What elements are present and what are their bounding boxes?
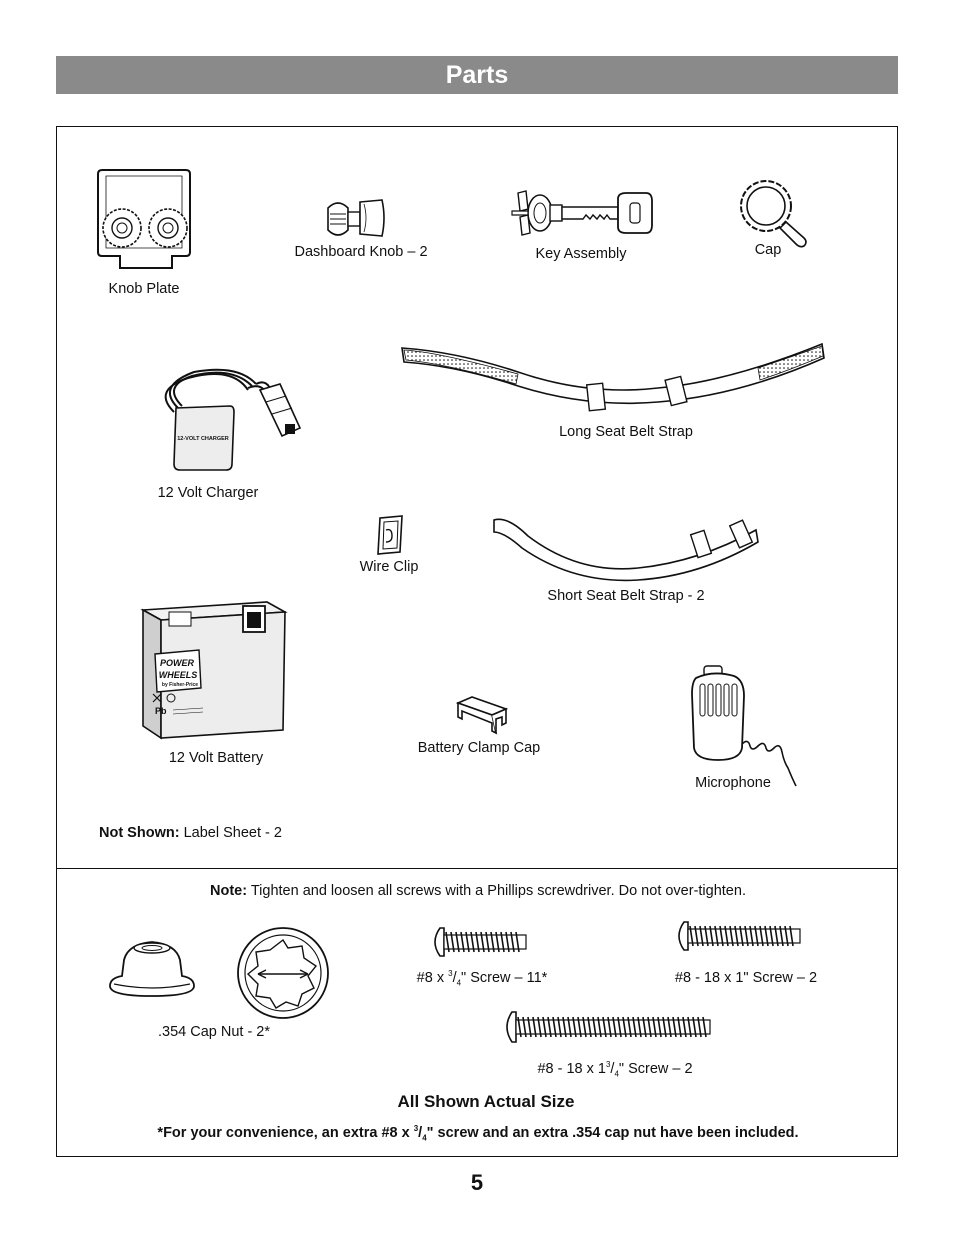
short-seat-belt-strap-illustration	[488, 514, 762, 582]
screw-one-three-quarter-prefix: #8 - 18 x 1	[537, 1060, 606, 1077]
cap-nut-side-illustration	[106, 938, 198, 1000]
key-assembly-label: Key Assembly	[535, 246, 627, 262]
wire-clip-label: Wire Clip	[359, 559, 419, 575]
screw-one-inch-label: #8 - 18 x 1" Screw – 2	[674, 970, 818, 986]
screw-one-three-quarter-num: 3	[605, 1060, 611, 1069]
footnote-suffix: " screw and an extra .354 cap nut have b…	[426, 1124, 799, 1141]
screw-three-quarter-illustration	[428, 926, 532, 958]
screw-one-three-quarter-label: #8 - 18 x 13/4" Screw – 2	[537, 1060, 693, 1079]
screwdriver-note: Note: Tighten and loosen all screws with…	[210, 883, 746, 899]
page-number: 5	[470, 1170, 484, 1195]
short-seat-belt-strap-label: Short Seat Belt Strap - 2	[547, 588, 705, 604]
screw-one-three-quarter-den: 4	[614, 1069, 619, 1079]
section-divider	[56, 868, 898, 869]
battery-illustration: POWER WHEELS by Fisher-Price Pb	[139, 598, 289, 744]
footnote-num: 3	[413, 1124, 419, 1133]
screw-three-quarter-den: 4	[456, 978, 462, 988]
cap-illustration	[738, 178, 810, 250]
note-text: Tighten and loosen all screws with a Phi…	[250, 883, 746, 899]
footnote-den: 4	[422, 1133, 427, 1143]
footnote-prefix: *For your convenience, an extra #8 x	[157, 1124, 414, 1141]
screw-three-quarter-label: #8 x 3/4" Screw – 11*	[416, 969, 548, 988]
charger-label-text: 12-VOLT CHARGER	[177, 436, 229, 442]
charger-illustration: 12-VOLT CHARGER	[152, 366, 308, 476]
cap-label: Cap	[754, 242, 782, 258]
actual-size-heading: All Shown Actual Size	[397, 1092, 575, 1111]
key-assembly-illustration	[510, 185, 655, 241]
dashboard-knob-label: Dashboard Knob – 2	[294, 244, 428, 260]
long-seat-belt-strap-illustration	[398, 338, 828, 414]
parts-box	[56, 126, 898, 1157]
page-title-bar: Parts	[56, 56, 898, 94]
page-title: Parts	[445, 60, 509, 89]
charger-label: 12 Volt Charger	[157, 485, 259, 501]
screw-one-three-quarter-illustration	[500, 1010, 716, 1044]
screw-one-inch-illustration	[672, 920, 806, 952]
convenience-footnote: *For your convenience, an extra #8 x 3/4…	[157, 1124, 799, 1143]
battery-label: 12 Volt Battery	[168, 750, 264, 766]
not-shown-value: Label Sheet - 2	[183, 825, 282, 841]
cap-nut-top-illustration	[236, 926, 330, 1020]
screw-three-quarter-num: 3	[448, 969, 453, 978]
not-shown-label: Not Shown:	[99, 825, 180, 841]
battery-brand-line3: by Fisher-Price	[162, 682, 198, 688]
screw-three-quarter-suffix: " Screw – 11*	[461, 969, 548, 986]
svg-text:Pb: Pb	[155, 706, 167, 716]
microphone-label: Microphone	[695, 775, 771, 791]
battery-clamp-cap-illustration	[452, 695, 510, 735]
battery-brand-line1: POWER	[160, 658, 195, 668]
screw-three-quarter-prefix: #8 x	[416, 969, 449, 986]
not-shown-line: Not Shown: Label Sheet - 2	[99, 825, 282, 841]
dashboard-knob-illustration	[324, 196, 390, 242]
knob-plate-illustration	[94, 168, 194, 273]
note-label: Note:	[210, 883, 248, 899]
battery-clamp-cap-label: Battery Clamp Cap	[417, 740, 541, 756]
long-seat-belt-strap-label: Long Seat Belt Strap	[559, 424, 693, 440]
knob-plate-label: Knob Plate	[108, 281, 180, 297]
screw-one-three-quarter-suffix: " Screw – 2	[618, 1060, 693, 1077]
battery-brand-line2: WHEELS	[159, 670, 198, 680]
microphone-illustration	[688, 664, 800, 790]
wire-clip-illustration	[374, 514, 406, 556]
cap-nut-label: .354 Cap Nut - 2*	[157, 1024, 271, 1040]
